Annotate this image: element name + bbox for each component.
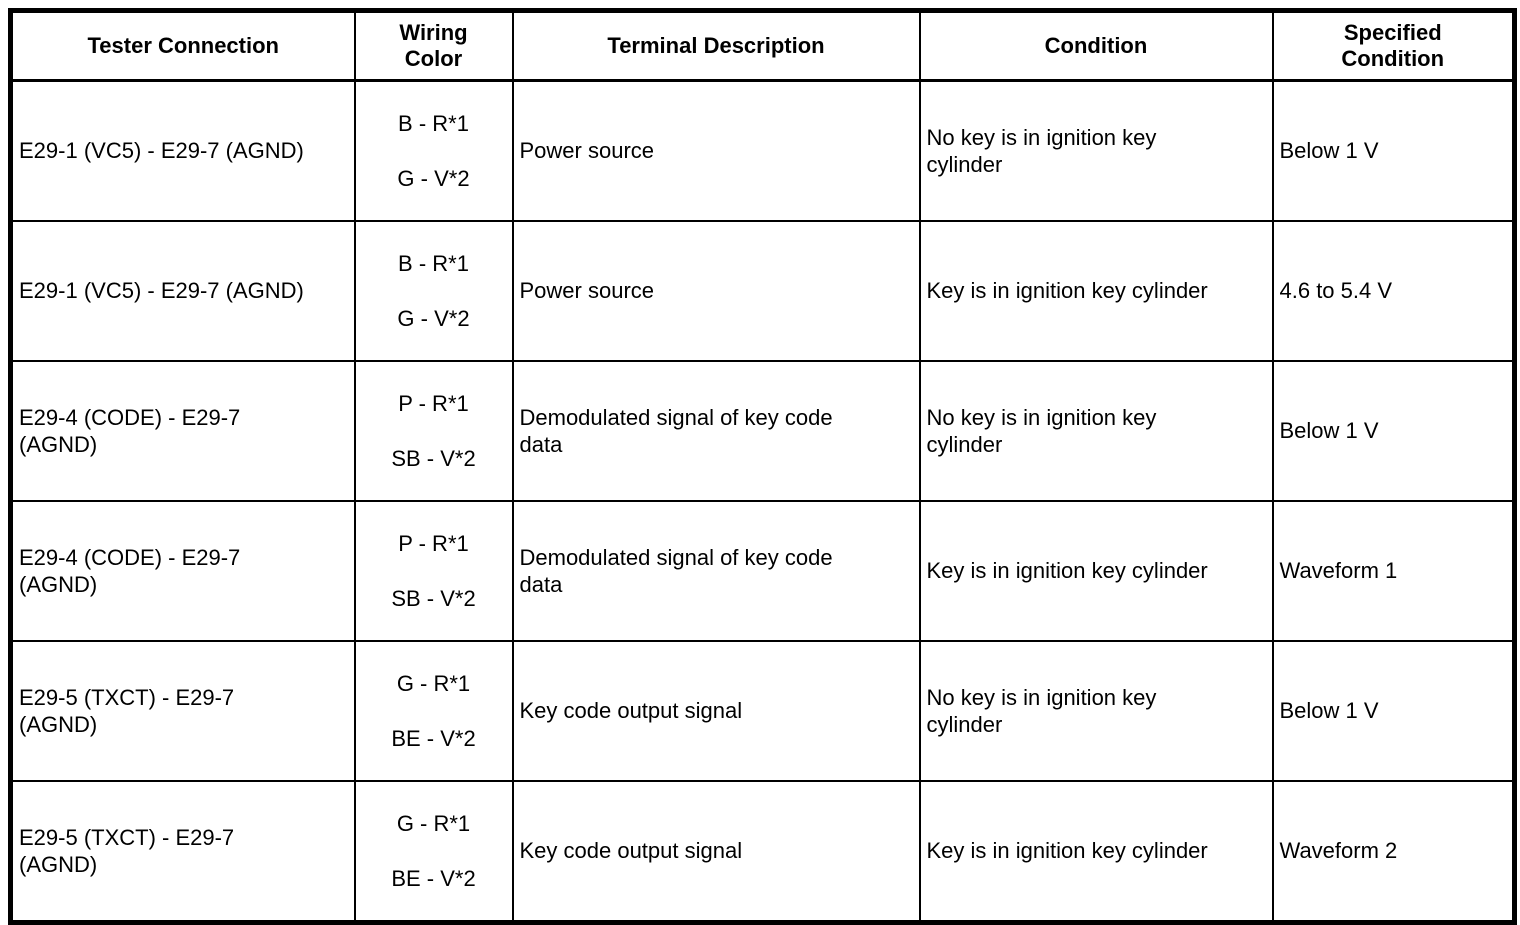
terminal-voltage-table: Tester Connection Wiring Color Terminal … bbox=[8, 8, 1517, 925]
column-header-tester-connection: Tester Connection bbox=[9, 9, 356, 82]
cell-terminal-description: Power source bbox=[511, 79, 921, 222]
wiring-color-line-1: P - R*1 bbox=[398, 390, 469, 416]
cell-condition: Key is in ignition key cylinder bbox=[918, 780, 1274, 924]
cell-tester-connection: E29-4 (CODE) - E29-7 (AGND) bbox=[9, 500, 356, 642]
wiring-color-stack: G - R*1 BE - V*2 bbox=[357, 670, 511, 753]
header-row: Tester Connection Wiring Color Terminal … bbox=[9, 9, 1516, 82]
cell-tester-connection: E29-5 (TXCT) - E29-7 (AGND) bbox=[9, 780, 356, 924]
table-row: E29-5 (TXCT) - E29-7 (AGND) G - R*1 BE -… bbox=[9, 640, 1516, 782]
table-row: E29-4 (CODE) - E29-7 (AGND) P - R*1 SB -… bbox=[9, 360, 1516, 502]
wiring-color-line-2: SB - V*2 bbox=[391, 586, 476, 611]
column-header-specified-condition: Specified Condition bbox=[1271, 9, 1516, 82]
wiring-color-stack: P - R*1 SB - V*2 bbox=[357, 390, 511, 473]
cell-terminal-description: Key code output signal bbox=[511, 640, 921, 782]
wiring-color-line-2: BE - V*2 bbox=[391, 726, 476, 751]
wiring-color-stack: G - R*1 BE - V*2 bbox=[357, 810, 511, 893]
cell-specified-condition: Below 1 V bbox=[1271, 79, 1516, 222]
wiring-color-line-1: P - R*1 bbox=[398, 530, 469, 556]
cell-tester-connection: E29-5 (TXCT) - E29-7 (AGND) bbox=[9, 640, 356, 782]
cell-condition: Key is in ignition key cylinder bbox=[918, 220, 1274, 362]
cell-condition: Key is in ignition key cylinder bbox=[918, 500, 1274, 642]
wiring-color-stack: B - R*1 G - V*2 bbox=[357, 250, 511, 333]
cell-condition: No key is in ignition key cylinder bbox=[918, 360, 1274, 502]
cell-wiring-color: P - R*1 SB - V*2 bbox=[353, 500, 514, 642]
cell-terminal-description: Demodulated signal of key code data bbox=[511, 360, 921, 502]
table-row: E29-1 (VC5) - E29-7 (AGND) B - R*1 G - V… bbox=[9, 79, 1516, 222]
cell-terminal-description: Power source bbox=[511, 220, 921, 362]
cell-wiring-color: G - R*1 BE - V*2 bbox=[353, 780, 514, 924]
cell-wiring-color: P - R*1 SB - V*2 bbox=[353, 360, 514, 502]
cell-tester-connection: E29-1 (VC5) - E29-7 (AGND) bbox=[9, 79, 356, 222]
table-body: E29-1 (VC5) - E29-7 (AGND) B - R*1 G - V… bbox=[9, 79, 1516, 924]
wiring-color-stack: B - R*1 G - V*2 bbox=[357, 110, 511, 193]
wiring-color-line-2: G - V*2 bbox=[397, 306, 470, 331]
cell-specified-condition: 4.6 to 5.4 V bbox=[1271, 220, 1516, 362]
cell-specified-condition: Waveform 1 bbox=[1271, 500, 1516, 642]
cell-specified-condition: Below 1 V bbox=[1271, 360, 1516, 502]
cell-condition: No key is in ignition key cylinder bbox=[918, 640, 1274, 782]
cell-condition: No key is in ignition key cylinder bbox=[918, 79, 1274, 222]
wiring-color-line-2: BE - V*2 bbox=[391, 866, 476, 891]
wiring-color-line-2: SB - V*2 bbox=[391, 446, 476, 471]
column-header-condition: Condition bbox=[918, 9, 1274, 82]
cell-tester-connection: E29-4 (CODE) - E29-7 (AGND) bbox=[9, 360, 356, 502]
table-row: E29-4 (CODE) - E29-7 (AGND) P - R*1 SB -… bbox=[9, 500, 1516, 642]
table-row: E29-1 (VC5) - E29-7 (AGND) B - R*1 G - V… bbox=[9, 220, 1516, 362]
wiring-color-line-2: G - V*2 bbox=[397, 166, 470, 191]
cell-wiring-color: B - R*1 G - V*2 bbox=[353, 79, 514, 222]
cell-tester-connection: E29-1 (VC5) - E29-7 (AGND) bbox=[9, 220, 356, 362]
wiring-color-line-1: G - R*1 bbox=[396, 670, 471, 696]
cell-terminal-description: Key code output signal bbox=[511, 780, 921, 924]
column-header-wiring-color: Wiring Color bbox=[353, 9, 514, 82]
wiring-color-stack: P - R*1 SB - V*2 bbox=[357, 530, 511, 613]
table-header: Tester Connection Wiring Color Terminal … bbox=[9, 9, 1516, 82]
cell-terminal-description: Demodulated signal of key code data bbox=[511, 500, 921, 642]
wiring-color-line-1: G - R*1 bbox=[396, 810, 471, 836]
wiring-color-line-1: B - R*1 bbox=[398, 110, 469, 136]
column-header-terminal-description: Terminal Description bbox=[511, 9, 921, 82]
cell-wiring-color: G - R*1 BE - V*2 bbox=[353, 640, 514, 782]
cell-specified-condition: Waveform 2 bbox=[1271, 780, 1516, 924]
cell-wiring-color: B - R*1 G - V*2 bbox=[353, 220, 514, 362]
cell-specified-condition: Below 1 V bbox=[1271, 640, 1516, 782]
wiring-color-line-1: B - R*1 bbox=[398, 250, 469, 276]
table-row: E29-5 (TXCT) - E29-7 (AGND) G - R*1 BE -… bbox=[9, 780, 1516, 924]
